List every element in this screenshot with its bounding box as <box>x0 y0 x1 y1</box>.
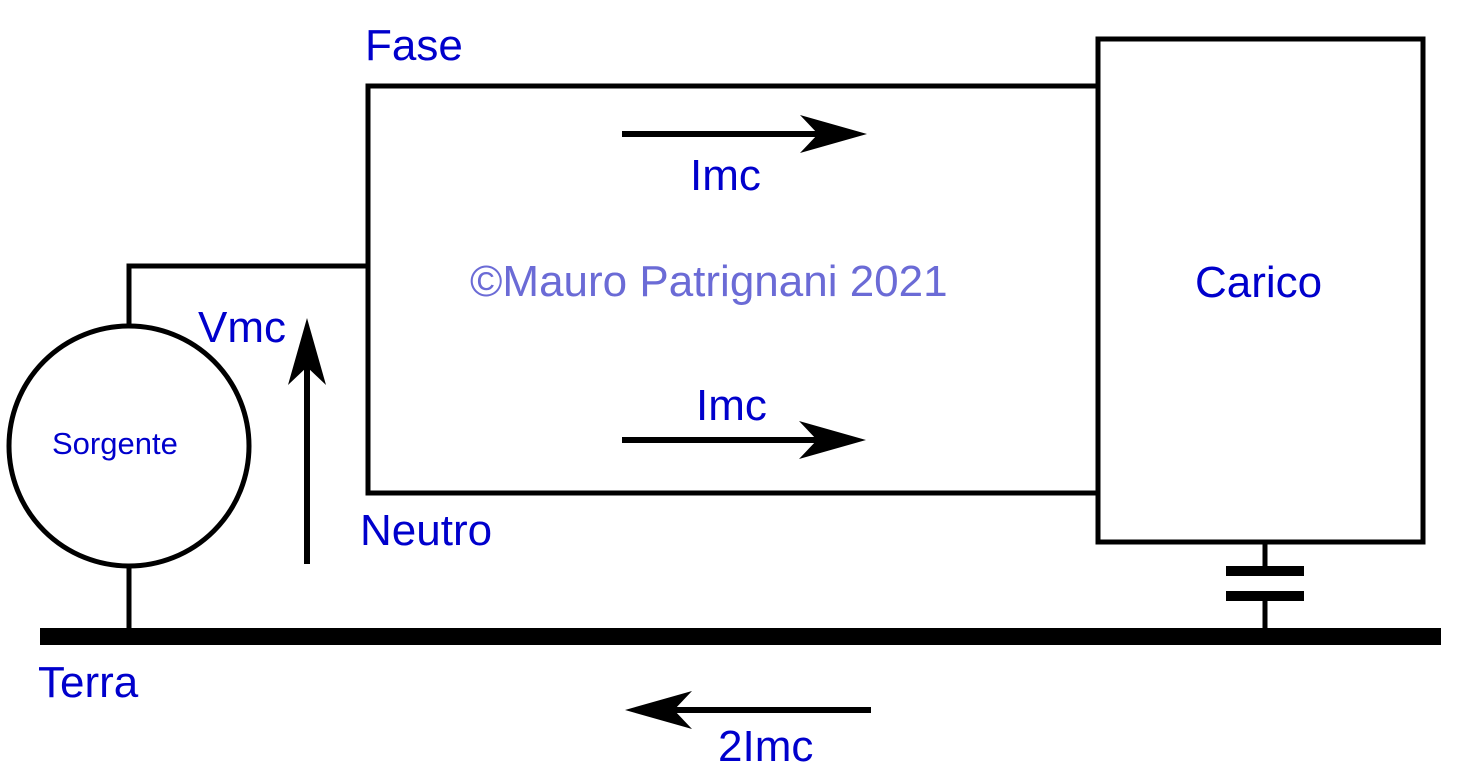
source-label: Sorgente <box>52 426 178 461</box>
capacitor-plate-top <box>1226 566 1304 576</box>
vmc-label: Vmc <box>198 303 286 352</box>
phase-label: Fase <box>365 21 463 70</box>
source-top-wire <box>126 263 368 326</box>
load-box <box>1095 36 1426 545</box>
two-imc-label: 2Imc <box>718 722 814 771</box>
vmc-arrow <box>288 318 326 564</box>
ground-bar <box>40 628 1441 645</box>
earth-label: Terra <box>38 658 139 707</box>
copyright-watermark: ©Mauro Patrignani 2021 <box>470 257 948 306</box>
neutral-label: Neutro <box>360 506 493 555</box>
capacitor-plate-bottom <box>1226 591 1304 601</box>
imc-top-label: Imc <box>690 151 761 200</box>
imc-bottom-label: Imc <box>696 381 767 430</box>
imc-top-arrow <box>622 115 867 153</box>
two-imc-arrow <box>625 691 871 729</box>
neutral-wire <box>365 266 1098 496</box>
load-label: Carico <box>1195 258 1323 307</box>
phase-wire <box>365 83 1098 266</box>
imc-bottom-arrow <box>622 421 866 459</box>
